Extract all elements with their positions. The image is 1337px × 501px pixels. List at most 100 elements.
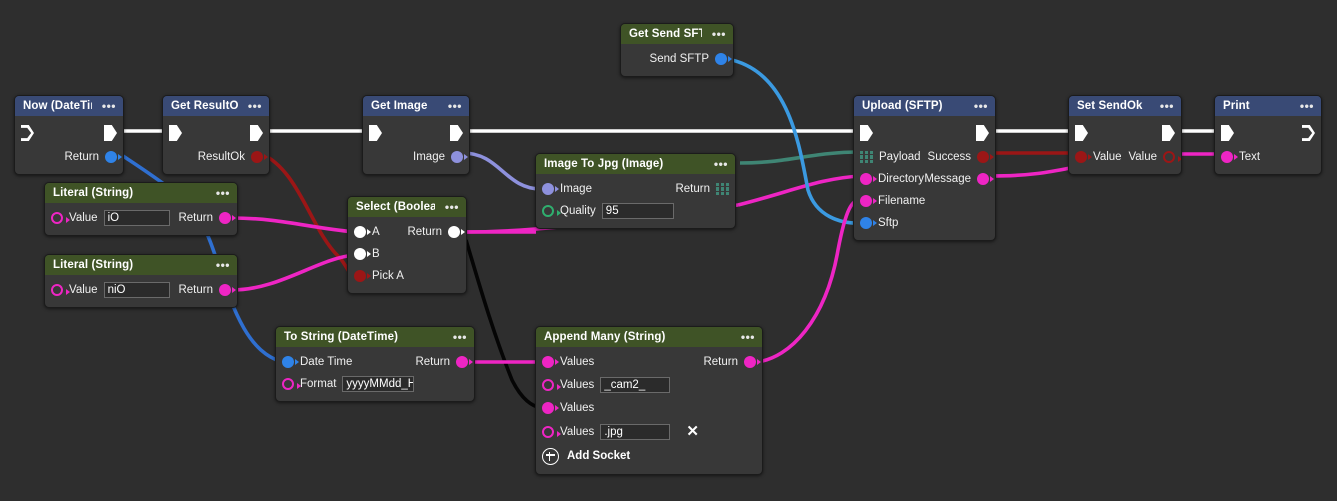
node-header[interactable]: Literal (String) ••• [45, 255, 237, 275]
input-row-image: Image Return [536, 178, 735, 200]
node-literal-string-2[interactable]: Literal (String) ••• Value niO Return [44, 254, 238, 308]
exec-out-icon[interactable] [1302, 125, 1315, 141]
node-image-to-jpg[interactable]: Image To Jpg (Image) ••• Image Return [535, 153, 736, 229]
input-pin-a[interactable] [354, 226, 371, 238]
node-menu-icon[interactable]: ••• [101, 99, 116, 113]
input-row-pick-a: Pick A [348, 265, 466, 287]
input-pin-values-3[interactable] [542, 401, 559, 414]
node-header[interactable]: Select (Boolean) ••• [348, 197, 466, 217]
node-get-resultok[interactable]: Get ResultOk ••• ResultOk [162, 95, 270, 175]
input-pin-text[interactable] [1221, 151, 1238, 163]
input-pin-filename[interactable] [860, 195, 877, 207]
input-pin-b[interactable] [354, 248, 371, 260]
output-pin-return[interactable] [105, 151, 122, 163]
output-pin-send-sftp[interactable] [715, 53, 732, 65]
exec-out-icon[interactable] [976, 125, 989, 141]
value-input[interactable]: niO [103, 282, 170, 298]
node-menu-icon[interactable]: ••• [452, 330, 467, 344]
node-header[interactable]: Append Many (String) ••• [536, 327, 762, 347]
node-header[interactable]: Set SendOk ••• [1069, 96, 1181, 116]
output-pin-return-array[interactable] [716, 182, 729, 196]
exec-in-icon[interactable] [169, 125, 182, 141]
input-pin-image[interactable] [542, 183, 559, 195]
exec-in-icon[interactable] [21, 125, 34, 141]
exec-in-icon[interactable] [369, 125, 382, 141]
pin-label: ResultOk [197, 151, 245, 163]
node-to-string-datetime[interactable]: To String (DateTime) ••• Date Time Retur… [275, 326, 475, 402]
input-pin-date-time[interactable] [282, 356, 299, 368]
node-header[interactable]: Get Send SFTP ••• [621, 24, 733, 44]
output-pin-value[interactable] [1163, 151, 1181, 163]
node-select-boolean[interactable]: Select (Boolean) ••• A Return B [347, 196, 467, 294]
node-print[interactable]: Print ••• Text [1214, 95, 1322, 175]
input-pin-value[interactable] [1075, 151, 1092, 163]
input-pin-pick-a[interactable] [354, 270, 371, 282]
exec-out-icon[interactable] [250, 125, 263, 141]
quality-input[interactable]: 95 [601, 203, 674, 219]
node-header[interactable]: Get ResultOk ••• [163, 96, 269, 116]
input-pin-payload-array[interactable] [860, 150, 873, 164]
exec-in-icon[interactable] [860, 125, 873, 141]
output-pin-resultok[interactable] [251, 151, 268, 163]
values-input-2[interactable]: _cam2_ [600, 376, 671, 393]
node-menu-icon[interactable]: ••• [1299, 99, 1314, 113]
input-pin-directory[interactable] [860, 173, 877, 185]
node-header[interactable]: Get Image ••• [363, 96, 469, 116]
output-pin-return[interactable] [448, 226, 465, 238]
values-input-4[interactable]: .jpg [600, 423, 671, 440]
row-values-4: Values .jpg ✕ [536, 419, 762, 444]
node-header[interactable]: Print ••• [1215, 96, 1321, 116]
output-pin-return[interactable] [219, 212, 236, 224]
input-pin-quality[interactable] [542, 205, 561, 217]
node-menu-icon[interactable]: ••• [215, 258, 230, 272]
node-header[interactable]: Literal (String) ••• [45, 183, 237, 203]
remove-socket-icon[interactable]: ✕ [686, 422, 699, 440]
pin-label: Return [178, 284, 213, 296]
node-menu-icon[interactable]: ••• [740, 330, 755, 344]
node-upload-sftp[interactable]: Upload (SFTP) ••• Payload Success [853, 95, 996, 241]
node-menu-icon[interactable]: ••• [444, 200, 459, 214]
node-header[interactable]: To String (DateTime) ••• [276, 327, 474, 347]
output-pin-image[interactable] [451, 151, 468, 163]
output-pin-return[interactable] [219, 284, 236, 296]
node-header[interactable]: Now (DateTime) ••• [15, 96, 123, 116]
node-append-many-string[interactable]: Append Many (String) ••• Values Return V… [535, 326, 763, 475]
input-pin-value[interactable] [51, 284, 70, 296]
node-header[interactable]: Upload (SFTP) ••• [854, 96, 995, 116]
node-literal-string-1[interactable]: Literal (String) ••• Value iO Return [44, 182, 238, 236]
node-get-image[interactable]: Get Image ••• Image [362, 95, 470, 175]
output-pin-success[interactable] [977, 151, 994, 163]
node-menu-icon[interactable]: ••• [711, 27, 726, 41]
output-pin-return[interactable] [744, 356, 761, 368]
exec-out-icon[interactable] [1162, 125, 1175, 141]
input-pin-values-1[interactable] [542, 356, 559, 368]
exec-in-icon[interactable] [1221, 125, 1234, 141]
exec-out-icon[interactable] [450, 125, 463, 141]
node-menu-icon[interactable]: ••• [215, 186, 230, 200]
add-socket-button[interactable]: Add Socket [536, 444, 762, 468]
exec-out-icon[interactable] [104, 125, 117, 141]
node-menu-icon[interactable]: ••• [713, 157, 728, 171]
output-pin-message[interactable] [977, 173, 994, 185]
node-body: ResultOk [163, 116, 269, 174]
input-pin-values-4[interactable] [542, 425, 561, 438]
input-pin-values-2[interactable] [542, 378, 561, 391]
node-get-send-sftp[interactable]: Get Send SFTP ••• Send SFTP [620, 23, 734, 77]
input-pin-format[interactable] [282, 378, 301, 390]
node-set-sendok[interactable]: Set SendOk ••• Value Value [1068, 95, 1182, 175]
input-pin-sftp[interactable] [860, 217, 877, 229]
value-input[interactable]: iO [103, 210, 170, 226]
input-pin-value[interactable] [51, 212, 70, 224]
node-menu-icon[interactable]: ••• [973, 99, 988, 113]
node-menu-icon[interactable]: ••• [1159, 99, 1174, 113]
node-header[interactable]: Image To Jpg (Image) ••• [536, 154, 735, 174]
exec-in-icon[interactable] [1075, 125, 1088, 141]
output-pin-return[interactable] [456, 356, 473, 368]
format-input[interactable]: yyyyMMdd_HH [342, 376, 415, 392]
node-now-datetime[interactable]: Now (DateTime) ••• Return [14, 95, 124, 175]
node-menu-icon[interactable]: ••• [247, 99, 262, 113]
pin-label: Sftp [878, 217, 899, 229]
node-menu-icon[interactable]: ••• [447, 99, 462, 113]
node-body: Value niO Return [45, 275, 237, 307]
